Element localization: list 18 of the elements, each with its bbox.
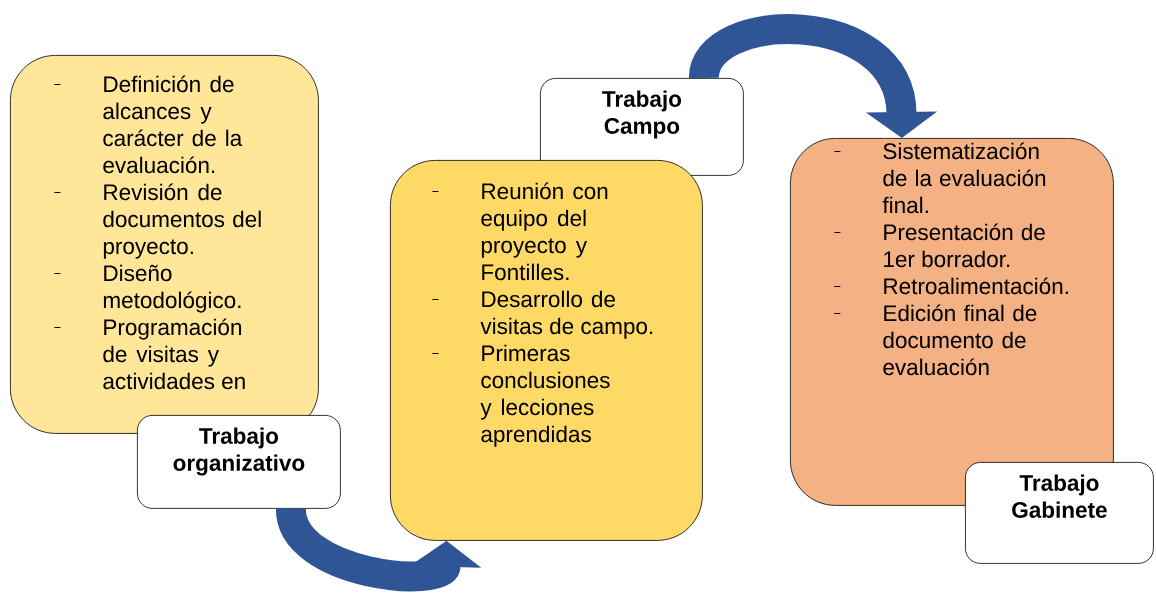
box-title: Trabajo Gabinete [1012,474,1107,518]
list-item: Definición de alcances y carácter de la evaluación. [53,75,243,174]
list-item: Diseño metodológico. [53,264,241,313]
list-item: Retroalimentación. [833,277,1068,295]
curved-arrow [689,14,938,138]
list-item: Revisión de documentos del proyecto. [53,183,261,259]
list-item: Edición final de documento de evaluación [833,304,1037,376]
box-title: Trabajo Campo [602,90,682,139]
list-item: Sistematización de la evaluación final. [833,142,1046,214]
list-item: Presentación de 1er borrador. [833,223,1045,268]
step-box [390,160,703,541]
box-title: Trabajo organizativo [173,427,305,476]
list-item: Programación de visitas y actividades en [53,318,245,390]
title-box [965,462,1154,564]
list-item: Reunión con equipo del proyecto y Fontilles. [431,182,608,281]
list-item: Desarrollo de visitas de campo. [431,290,653,339]
title-box [137,415,341,509]
list-item: Primeras conclusiones y lecciones aprendidas [431,344,610,447]
